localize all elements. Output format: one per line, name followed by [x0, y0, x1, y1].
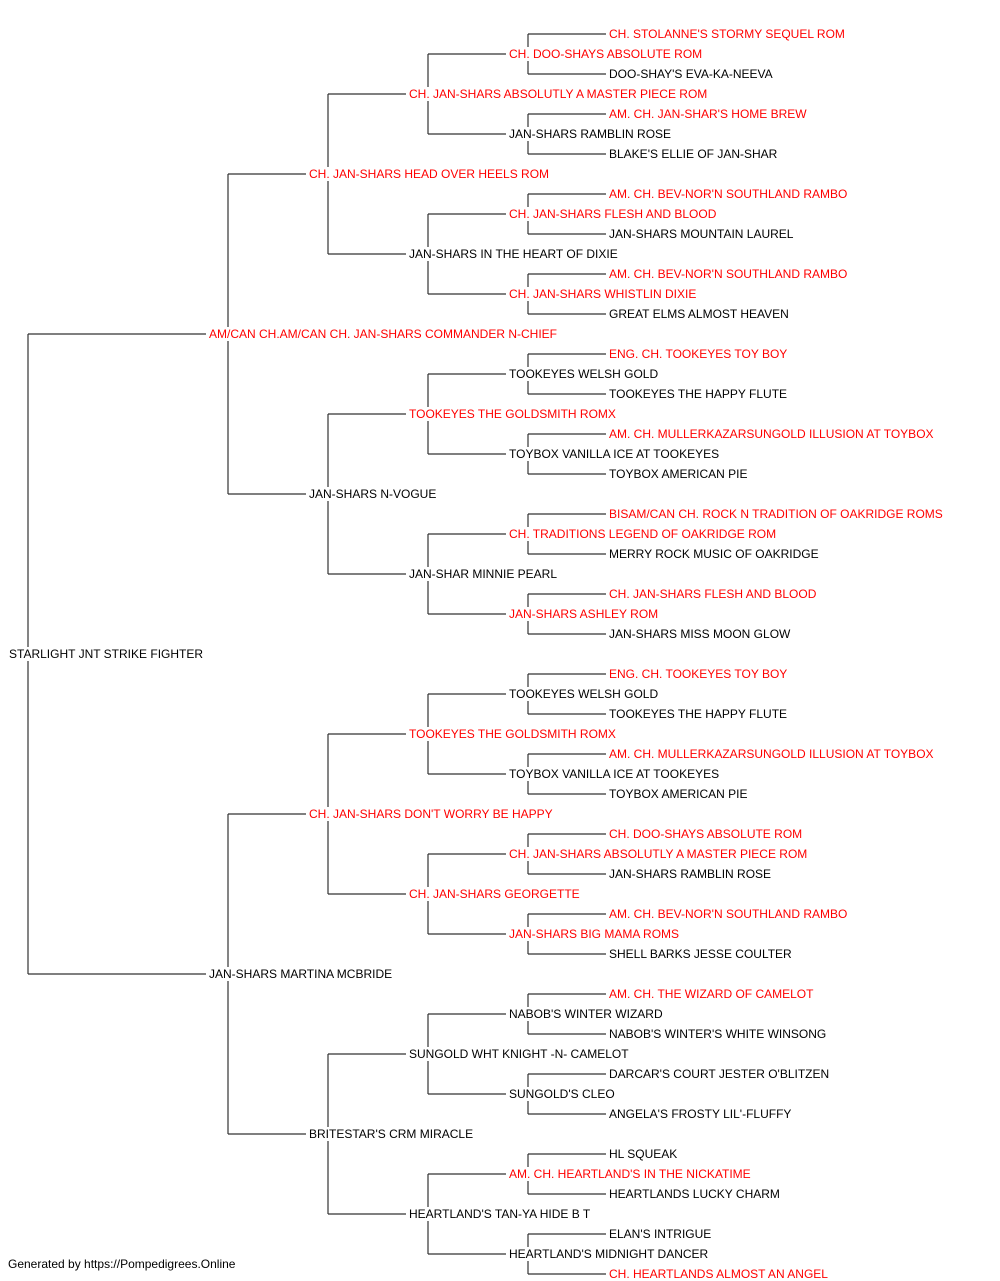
ancestor-name: SUNGOLD'S CLEO	[508, 1087, 616, 1101]
ancestor-name: HEARTLAND'S MIDNIGHT DANCER	[508, 1247, 710, 1261]
ancestor-name: CH. DOO-SHAYS ABSOLUTE ROM	[608, 827, 804, 841]
ancestor-name: AM. CH. HEARTLAND'S IN THE NICKATIME	[508, 1167, 752, 1181]
ancestor-name: ENG. CH. TOOKEYES TOY BOY	[608, 347, 789, 361]
ancestor-name: GREAT ELMS ALMOST HEAVEN	[608, 307, 790, 321]
ancestor-name: MERRY ROCK MUSIC OF OAKRIDGE	[608, 547, 820, 561]
ancestor-name: AM. CH. THE WIZARD OF CAMELOT	[608, 987, 815, 1001]
ancestor-name: TOOKEYES THE HAPPY FLUTE	[608, 387, 789, 401]
ancestor-name: TOOKEYES WELSH GOLD	[508, 687, 660, 701]
ancestor-name: AM. CH. MULLERKAZARSUNGOLD ILLUSION AT T…	[608, 427, 935, 441]
ancestor-name: CH. JAN-SHARS ABSOLUTLY A MASTER PIECE R…	[408, 87, 709, 101]
ancestor-name: JAN-SHARS ASHLEY ROM	[508, 607, 660, 621]
ancestor-name: CH. JAN-SHARS FLESH AND BLOOD	[608, 587, 818, 601]
ancestor-name: DARCAR'S COURT JESTER O'BLITZEN	[608, 1067, 831, 1081]
ancestor-name: CH. JAN-SHARS ABSOLUTLY A MASTER PIECE R…	[508, 847, 809, 861]
ancestor-name: TOOKEYES THE HAPPY FLUTE	[608, 707, 789, 721]
ancestor-name: CH. JAN-SHARS GEORGETTE	[408, 887, 581, 901]
ancestor-name: ANGELA'S FROSTY LIL'-FLUFFY	[608, 1107, 793, 1121]
ancestor-name: JAN-SHARS N-VOGUE	[308, 487, 438, 501]
ancestor-name: NABOB'S WINTER'S WHITE WINSONG	[608, 1027, 828, 1041]
ancestor-name: TOYBOX VANILLA ICE AT TOOKEYES	[508, 447, 721, 461]
ancestor-name: CH. JAN-SHARS DON'T WORRY BE HAPPY	[308, 807, 554, 821]
ancestor-name: JAN-SHARS RAMBLIN ROSE	[608, 867, 773, 881]
ancestor-name: TOYBOX AMERICAN PIE	[608, 787, 749, 801]
ancestor-name: BISAM/CAN CH. ROCK N TRADITION OF OAKRID…	[608, 507, 944, 521]
ancestor-name: AM. CH. BEV-NOR'N SOUTHLAND RAMBO	[608, 187, 849, 201]
ancestor-name: TOOKEYES WELSH GOLD	[508, 367, 660, 381]
ancestor-name: TOOKEYES THE GOLDSMITH ROMX	[408, 407, 617, 421]
ancestor-name: SHELL BARKS JESSE COULTER	[608, 947, 793, 961]
ancestor-name: CH. JAN-SHARS FLESH AND BLOOD	[508, 207, 718, 221]
ancestor-name: BLAKE'S ELLIE OF JAN-SHAR	[608, 147, 779, 161]
ancestor-name: JAN-SHARS RAMBLIN ROSE	[508, 127, 673, 141]
ancestor-name: AM. CH. BEV-NOR'N SOUTHLAND RAMBO	[608, 267, 849, 281]
subject-dog-name: STARLIGHT JNT STRIKE FIGHTER	[8, 647, 205, 661]
generated-by-footer: Generated by https://Pompedigrees.Online	[8, 1257, 236, 1271]
ancestor-name: CH. DOO-SHAYS ABSOLUTE ROM	[508, 47, 704, 61]
ancestor-name: AM/CAN CH.AM/CAN CH. JAN-SHARS COMMANDER…	[208, 327, 559, 341]
ancestor-name: TOYBOX VANILLA ICE AT TOOKEYES	[508, 767, 721, 781]
ancestor-name: AM. CH. BEV-NOR'N SOUTHLAND RAMBO	[608, 907, 849, 921]
ancestor-name: HL SQUEAK	[608, 1147, 679, 1161]
ancestor-name: CH. JAN-SHARS WHISTLIN DIXIE	[508, 287, 698, 301]
ancestor-name: CH. HEARTLANDS ALMOST AN ANGEL	[608, 1267, 829, 1281]
ancestor-name: HEARTLAND'S TAN-YA HIDE B T	[408, 1207, 592, 1221]
ancestor-name: ELAN'S INTRIGUE	[608, 1227, 713, 1241]
ancestor-name: JAN-SHARS MOUNTAIN LAUREL	[608, 227, 795, 241]
ancestor-name: CH. TRADITIONS LEGEND OF OAKRIDGE ROM	[508, 527, 778, 541]
ancestor-name: CH. JAN-SHARS HEAD OVER HEELS ROM	[308, 167, 551, 181]
ancestor-name: JAN-SHARS BIG MAMA ROMS	[508, 927, 681, 941]
ancestor-name: NABOB'S WINTER WIZARD	[508, 1007, 664, 1021]
ancestor-name: CH. STOLANNE'S STORMY SEQUEL ROM	[608, 27, 846, 41]
ancestor-name: DOO-SHAY'S EVA-KA-NEEVA	[608, 67, 774, 81]
ancestor-name: JAN-SHAR MINNIE PEARL	[408, 567, 559, 581]
ancestor-name: SUNGOLD WHT KNIGHT -N- CAMELOT	[408, 1047, 630, 1061]
ancestor-name: HEARTLANDS LUCKY CHARM	[608, 1187, 781, 1201]
ancestor-name: JAN-SHARS MISS MOON GLOW	[608, 627, 792, 641]
ancestor-name: TOYBOX AMERICAN PIE	[608, 467, 749, 481]
ancestor-name: AM. CH. JAN-SHAR'S HOME BREW	[608, 107, 808, 121]
ancestor-name: JAN-SHARS MARTINA MCBRIDE	[208, 967, 394, 981]
ancestor-name: TOOKEYES THE GOLDSMITH ROMX	[408, 727, 617, 741]
ancestor-name: ENG. CH. TOOKEYES TOY BOY	[608, 667, 789, 681]
ancestor-name: JAN-SHARS IN THE HEART OF DIXIE	[408, 247, 619, 261]
ancestor-name: BRITESTAR'S CRM MIRACLE	[308, 1127, 475, 1141]
ancestor-name: AM. CH. MULLERKAZARSUNGOLD ILLUSION AT T…	[608, 747, 935, 761]
